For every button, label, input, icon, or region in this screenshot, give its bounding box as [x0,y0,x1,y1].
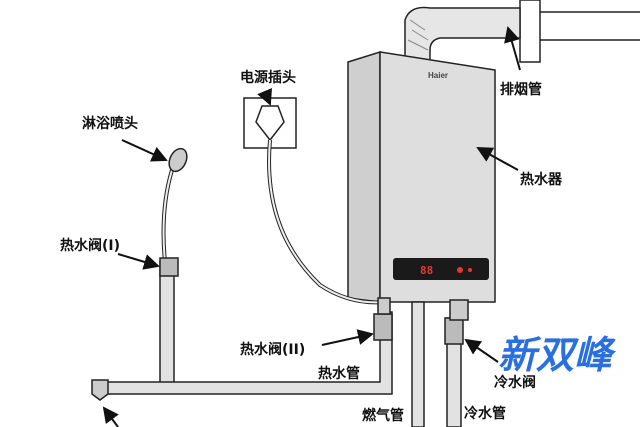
label-shower-head: 淋浴喷头 [82,115,138,132]
arrow-cold-valve [464,338,499,363]
arrow-faucet [102,406,119,427]
heater-brand-logo: Haier [428,71,448,80]
water-heater-unit: Haier 88 [347,50,496,303]
arrow-shower [121,139,168,162]
label-hot-valve-2: 热水阀(II) [240,341,305,358]
shower-head [161,147,188,263]
power-outlet [243,97,297,149]
wall-lines [519,0,640,63]
pipes [91,257,469,427]
label-power-plug: 电源插头 [240,69,296,86]
heater-display-readout: 88 [420,264,433,277]
watermark: 新双峰 [498,332,617,377]
arrow-hot-valve-1 [117,253,160,270]
label-hot-valve-1: 热水阀(I) [60,237,120,254]
heater-display-panel [393,258,489,280]
arrow-heater [476,147,519,171]
label-cold-pipe: 冷水管 [464,405,506,422]
exhaust-pipe [404,6,521,63]
arrow-exhaust [504,26,521,71]
arrow-hot-valve-2 [321,329,374,346]
label-exhaust-pipe: 排烟管 [500,81,542,98]
label-gas-pipe: 燃气管 [362,407,404,424]
label-water-heater: 热水器 [520,171,563,188]
arrow-plug [257,88,272,106]
label-cold-valve: 冷水阀 [494,374,536,391]
label-hot-pipe: 热水管 [318,365,360,382]
